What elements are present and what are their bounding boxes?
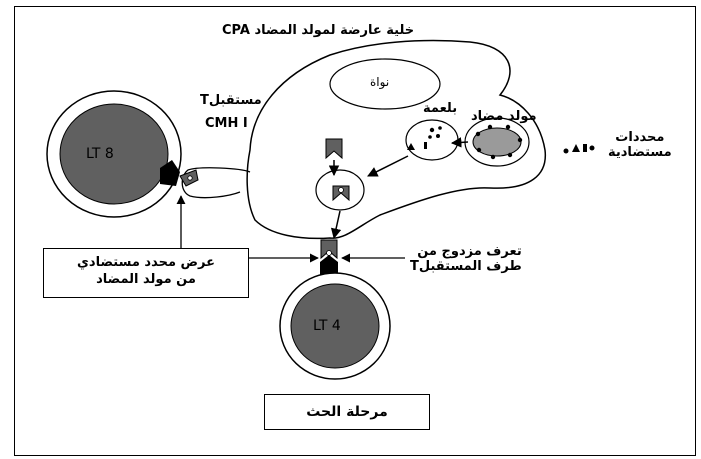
nucleus-label: نواة	[370, 75, 390, 89]
membrane-mhc	[320, 239, 338, 260]
vesicle	[315, 169, 365, 211]
presentation-line-2: من مولد المضاد	[96, 271, 196, 287]
mhc-molecule-top	[325, 138, 343, 160]
arrow-phagosome-to-vesicle	[367, 155, 409, 177]
nucleus	[329, 58, 441, 110]
mhc-i-peptide	[187, 175, 193, 181]
cmh-label: CMH I	[205, 116, 248, 131]
lt8-t-receptor	[160, 160, 180, 186]
double-recognition-label: تعرف مزدوج من طرف المستقبلT	[410, 244, 522, 275]
phagosome-fragments	[407, 126, 442, 150]
lt8-cell-nucleus	[59, 103, 169, 205]
vesicle-peptide	[338, 187, 344, 193]
antigen-body	[472, 127, 522, 157]
apc-cell-outline	[246, 39, 547, 240]
vesicle-mhc	[332, 185, 350, 202]
free-determinants	[563, 144, 595, 154]
membrane-peptide	[326, 250, 332, 256]
mhc-i-protrusion	[181, 167, 251, 199]
determinants-label: محددات مستضادية	[608, 130, 672, 161]
arrow-antigen-to-phagosome	[450, 137, 469, 148]
lt8-label: LT 8	[86, 146, 114, 162]
arrow-vesicle-to-membrane	[330, 210, 342, 240]
t-receptor-label: مستقبلT	[200, 93, 262, 108]
phagosome	[405, 119, 459, 161]
phagosome-label: بلعمة	[423, 101, 458, 116]
presentation-box: عرض محدد مستضادي من مولد المضاد	[43, 248, 249, 298]
determinants-line-1: محددات	[615, 130, 665, 145]
determinants-line-2: مستضادية	[608, 144, 672, 160]
phase-label: مرحلة الحث	[306, 404, 388, 420]
lt4-t-receptor	[320, 255, 338, 275]
lt4-cell-nucleus	[290, 283, 380, 369]
antigen-determinants	[475, 124, 523, 160]
diagram-frame	[14, 6, 696, 456]
phase-box: مرحلة الحث	[264, 394, 430, 430]
presentation-line-1: عرض محدد مستضادي	[77, 255, 215, 270]
lt4-label: LT 4	[313, 318, 341, 334]
apc-title-label: خلية عارضة لمولد المضاد CPA	[222, 23, 415, 38]
antigen-label: مولد مضاد	[471, 109, 537, 124]
double-recognition-line-2: طرف المستقبلT	[410, 258, 522, 274]
double-recognition-line-1: تعرف مزدوج من	[417, 244, 522, 259]
